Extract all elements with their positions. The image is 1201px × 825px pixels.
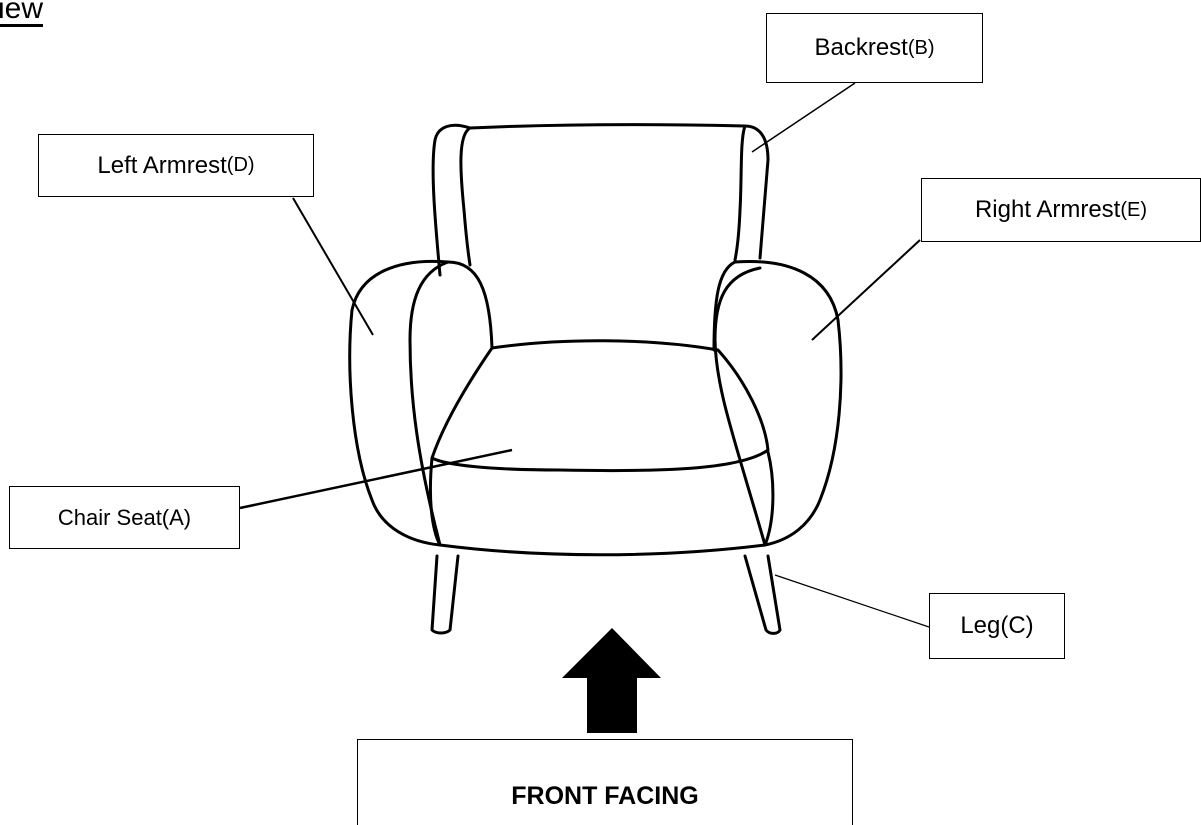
leg-left <box>430 554 460 635</box>
label-left-armrest: Left Armrest(D) <box>38 134 314 197</box>
label-chair-seat: Chair Seat(A) <box>9 486 240 549</box>
label-backrest-name: Backrest <box>814 34 908 61</box>
label-left-armrest-name: Left Armrest <box>97 151 227 179</box>
left-armrest-top <box>446 260 494 350</box>
seat-front <box>428 450 775 557</box>
backrest-wing-left <box>459 126 472 267</box>
leg-right <box>743 554 782 635</box>
leader-backrest <box>751 82 856 153</box>
left-armrest-outline <box>348 259 450 547</box>
label-right-armrest: Right Armrest(E) <box>921 178 1201 242</box>
right-armrest-inner <box>713 266 767 547</box>
label-backrest-code: (B) <box>907 36 935 59</box>
leader-chair-seat <box>239 448 513 510</box>
label-backrest: Backrest(B) <box>766 13 983 83</box>
label-right-armrest-name: Right Armrest <box>974 196 1121 223</box>
right-armrest-top <box>712 260 737 352</box>
leader-left-armrest <box>292 197 374 336</box>
leader-right-armrest <box>811 239 921 341</box>
label-front-facing: FRONT FACING <box>357 739 853 825</box>
label-right-armrest-code: (E) <box>1120 198 1148 221</box>
label-left-armrest-code: (D) <box>226 154 255 176</box>
view-title: iew <box>0 0 44 25</box>
backrest-wing-right <box>733 124 747 262</box>
seat-cushion-top <box>430 339 770 473</box>
label-leg: Leg(C) <box>929 593 1065 659</box>
left-armrest-inner <box>408 260 450 547</box>
right-armrest-outline <box>733 259 843 547</box>
leader-leg <box>774 574 930 628</box>
backrest-outline <box>431 123 770 277</box>
front-arrow-icon <box>562 628 661 733</box>
